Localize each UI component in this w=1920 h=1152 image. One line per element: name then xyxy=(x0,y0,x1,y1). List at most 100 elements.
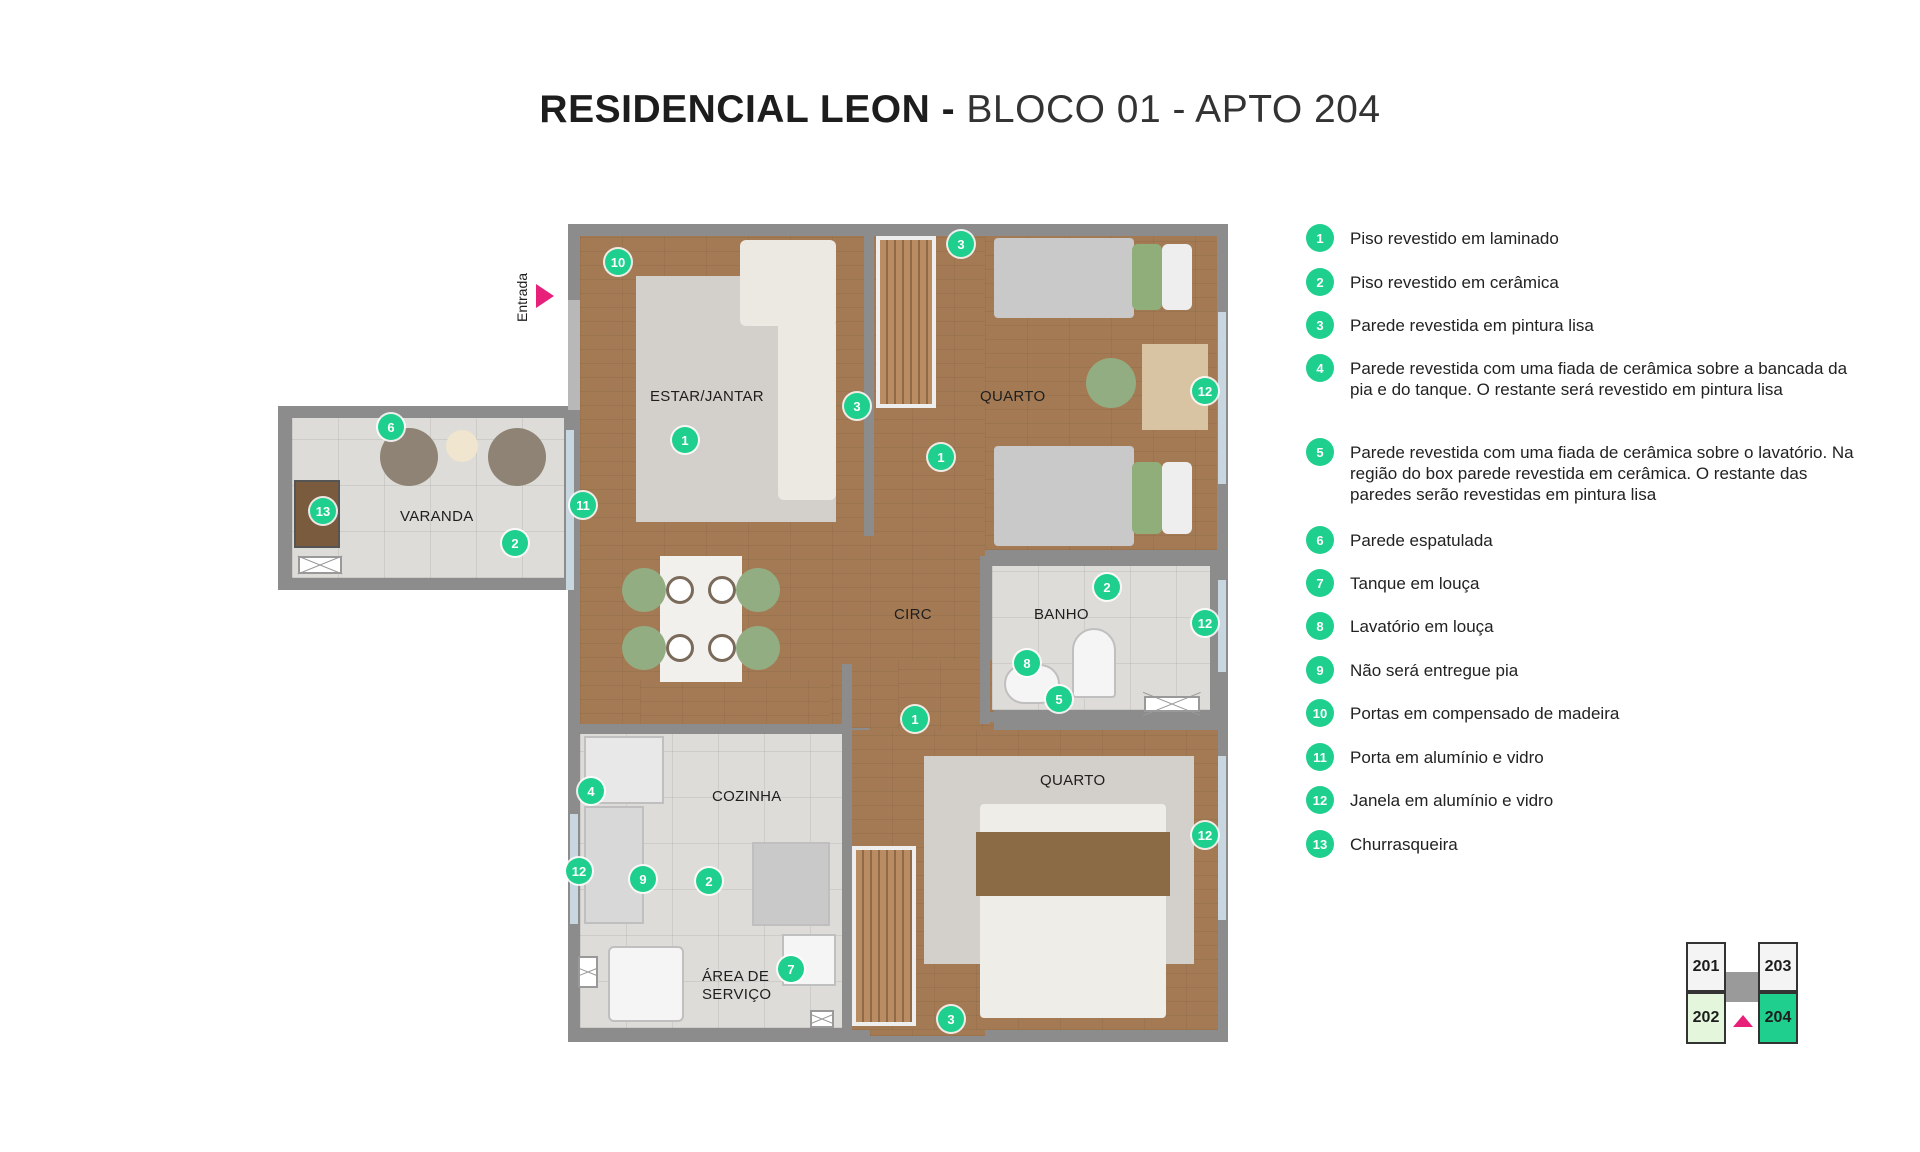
marker-7: 7 xyxy=(778,956,804,982)
legend-item: 6 Parede espatulada xyxy=(1306,526,1910,554)
legend-text: Churrasqueira xyxy=(1350,835,1458,854)
room-label-banho: BANHO xyxy=(1034,606,1089,623)
dining-chair xyxy=(736,626,780,670)
side-table xyxy=(446,430,478,462)
sofa-chaise xyxy=(778,320,836,500)
legend-number: 7 xyxy=(1306,569,1334,597)
title-subtitle: BLOCO 01 - APTO 204 xyxy=(966,88,1381,131)
dining-floor-strip xyxy=(640,680,830,730)
room-label-estar: ESTAR/JANTAR xyxy=(650,388,764,405)
unit-204: 204 xyxy=(1758,992,1798,1044)
legend-text: Piso revestido em laminado xyxy=(1350,229,1559,248)
shaft-varanda xyxy=(298,556,342,574)
title-bold: RESIDENCIAL LEON - xyxy=(539,88,956,131)
legend-number: 2 xyxy=(1306,268,1334,296)
plate xyxy=(666,634,694,662)
stair-core xyxy=(1726,972,1758,1002)
marker-12: 12 xyxy=(1192,378,1218,404)
pillow xyxy=(1132,462,1162,534)
legend-number: 6 xyxy=(1306,526,1334,554)
room-label-quarto1: QUARTO xyxy=(980,388,1046,405)
shaft-banho xyxy=(1144,696,1200,712)
wall-banho-bottom xyxy=(980,712,1218,722)
room-label-servico-1: ÁREA DE xyxy=(702,968,770,985)
bed-throw xyxy=(976,832,1170,896)
dining-chair xyxy=(622,568,666,612)
room-label-cozinha: COZINHA xyxy=(712,788,782,805)
marker-1: 1 xyxy=(928,444,954,470)
legend-text: Parede revestida com uma fiada de cerâmi… xyxy=(1350,359,1848,399)
unit-position-arrow-icon xyxy=(1733,1015,1753,1027)
marker-11: 11 xyxy=(570,492,596,518)
wall-banho-top xyxy=(980,556,1218,566)
marker-3: 3 xyxy=(948,231,974,257)
legend-text: Parede revestida em pintura lisa xyxy=(1350,316,1594,335)
room-label-quarto2: QUARTO xyxy=(1040,772,1106,789)
plate xyxy=(708,576,736,604)
marker-13: 13 xyxy=(310,498,336,524)
wall-kitchen-top xyxy=(580,724,842,734)
washing-machine xyxy=(608,946,684,1022)
single-bed xyxy=(994,446,1134,546)
legend-text: Porta em alumínio e vidro xyxy=(1350,748,1544,767)
legend-text: Parede espatulada xyxy=(1350,531,1493,550)
dining-chair xyxy=(622,626,666,670)
window-quarto2 xyxy=(1218,756,1226,920)
dining-table xyxy=(660,556,742,682)
legend-number: 12 xyxy=(1306,786,1334,814)
marker-2: 2 xyxy=(502,530,528,556)
window-quarto1 xyxy=(1218,312,1226,484)
room-label-circ: CIRC xyxy=(894,606,932,623)
page-title: RESIDENCIAL LEON - BLOCO 01 - APTO 204 xyxy=(0,88,1920,132)
room-label-varanda: VARANDA xyxy=(400,508,474,525)
single-bed xyxy=(994,238,1134,318)
legend-item: 7 Tanque em louça xyxy=(1306,569,1910,597)
wardrobe-quarto2 xyxy=(852,846,916,1026)
legend-text: Piso revestido em cerâmica xyxy=(1350,273,1559,292)
marker-3: 3 xyxy=(844,393,870,419)
shaft-servico xyxy=(578,956,598,988)
marker-12: 12 xyxy=(1192,610,1218,636)
marker-6: 6 xyxy=(378,414,404,440)
kitchen-sink-counter xyxy=(584,806,644,924)
entrance-arrow-icon xyxy=(536,284,554,308)
marker-5: 5 xyxy=(1046,686,1072,712)
plate xyxy=(708,634,736,662)
legend-text: Portas em compensado de madeira xyxy=(1350,704,1620,723)
wall-banho-left xyxy=(980,556,990,724)
pillow xyxy=(1162,244,1192,310)
marker-12: 12 xyxy=(566,858,592,884)
legend-number: 8 xyxy=(1306,612,1334,640)
legend-number: 4 xyxy=(1306,354,1334,382)
legend-number: 10 xyxy=(1306,699,1334,727)
unit-202: 202 xyxy=(1686,992,1726,1044)
dining-chair xyxy=(736,568,780,612)
legend-text: Janela em alumínio e vidro xyxy=(1350,791,1554,810)
legend-item: 10 Portas em compensado de madeira xyxy=(1306,699,1910,727)
plate xyxy=(666,576,694,604)
marker-4: 4 xyxy=(578,778,604,804)
marker-12: 12 xyxy=(1192,822,1218,848)
armchair xyxy=(488,428,546,486)
marker-9: 9 xyxy=(630,866,656,892)
pillow xyxy=(1132,244,1162,310)
legend-item: 4 Parede revestida com uma fiada de cerâm… xyxy=(1306,354,1870,400)
sofa-top xyxy=(740,240,836,326)
legend-item: 12 Janela em alumínio e vidro xyxy=(1306,786,1910,814)
legend-item: 2 Piso revestido em cerâmica xyxy=(1306,268,1910,296)
unit-key-plan: 201 203 202 204 xyxy=(1686,942,1800,1046)
legend-text: Tanque em louça xyxy=(1350,574,1480,593)
wall-kitchen-right xyxy=(842,664,852,1030)
legend-text: Lavatório em louça xyxy=(1350,617,1494,636)
marker-2: 2 xyxy=(696,868,722,894)
legend-number: 3 xyxy=(1306,311,1334,339)
legend-text: Parede revestida com uma fiada de cerâmi… xyxy=(1350,443,1854,504)
window-banho xyxy=(1218,580,1226,672)
legend-text: Não será entregue pia xyxy=(1350,661,1519,680)
legend-number: 11 xyxy=(1306,743,1334,771)
